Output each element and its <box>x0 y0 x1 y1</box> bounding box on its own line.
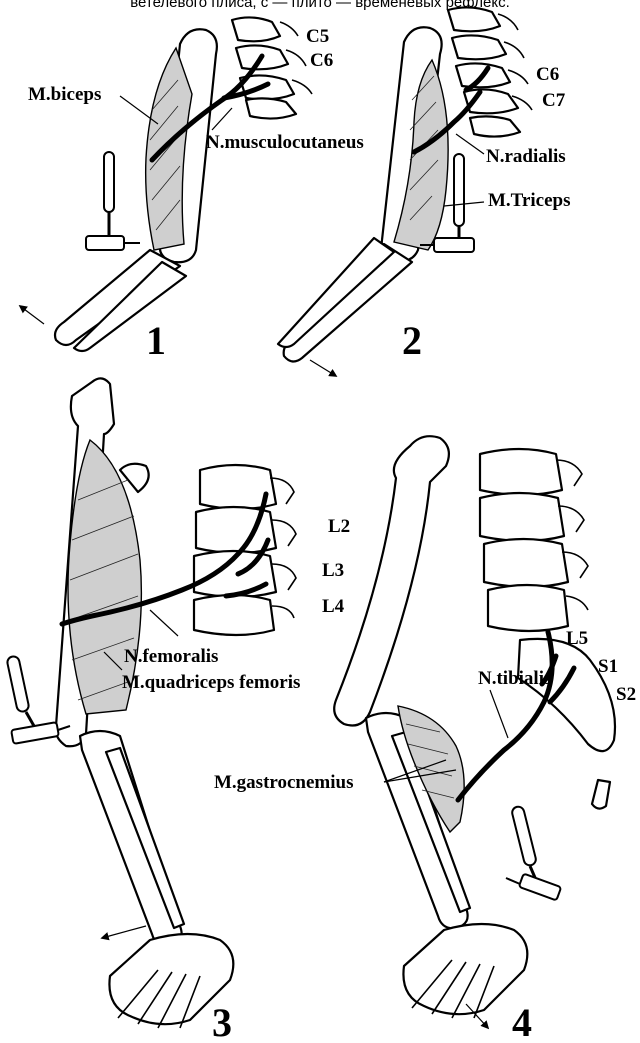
triceps-label: M.Triceps <box>488 190 571 211</box>
panel-number-3: 3 <box>212 1000 232 1043</box>
panel-number-4: 4 <box>512 1000 532 1043</box>
panel-3: N.femoralis M.quadriceps femoris L2 L3 L… <box>6 378 350 1043</box>
quadriceps-label: M.quadriceps femoris <box>122 672 300 693</box>
musculocutaneus-label: N.musculocutaneus <box>206 132 364 153</box>
reflex-hammer-1 <box>86 152 140 250</box>
panel-number-1: 1 <box>146 318 166 363</box>
segment-l5: L5 <box>566 628 588 649</box>
reflex-hammer-4 <box>506 805 561 900</box>
foot-4 <box>403 924 527 1014</box>
segment-l3: L3 <box>322 560 344 581</box>
tibia-3 <box>80 731 182 946</box>
segment-c7: C7 <box>542 90 566 111</box>
segment-s2: S2 <box>616 684 636 705</box>
femoralis-label: N.femoralis <box>124 646 218 667</box>
gastrocnemius-label: M.gastrocnemius <box>214 772 354 793</box>
segment-s1: S1 <box>598 656 618 677</box>
panel-4: N.tibialis M.gastrocnemius L5 S1 S2 4 <box>214 436 636 1043</box>
panel-number-2: 2 <box>402 318 422 363</box>
radialis-label: N.radialis <box>486 146 566 167</box>
forearm-2 <box>284 244 412 362</box>
segment-c5: C5 <box>306 26 329 47</box>
segment-l4: L4 <box>322 596 345 617</box>
femur-4 <box>334 436 449 725</box>
biceps-label: M.biceps <box>28 84 101 105</box>
segment-c6: C6 <box>310 50 333 71</box>
cervical-spine-1 <box>232 17 312 118</box>
lumbar-spine-3 <box>194 465 296 635</box>
segment-l2: L2 <box>328 516 350 537</box>
tibialis-label: N.tibialis <box>478 668 551 689</box>
segment-c6-b: C6 <box>536 64 559 85</box>
